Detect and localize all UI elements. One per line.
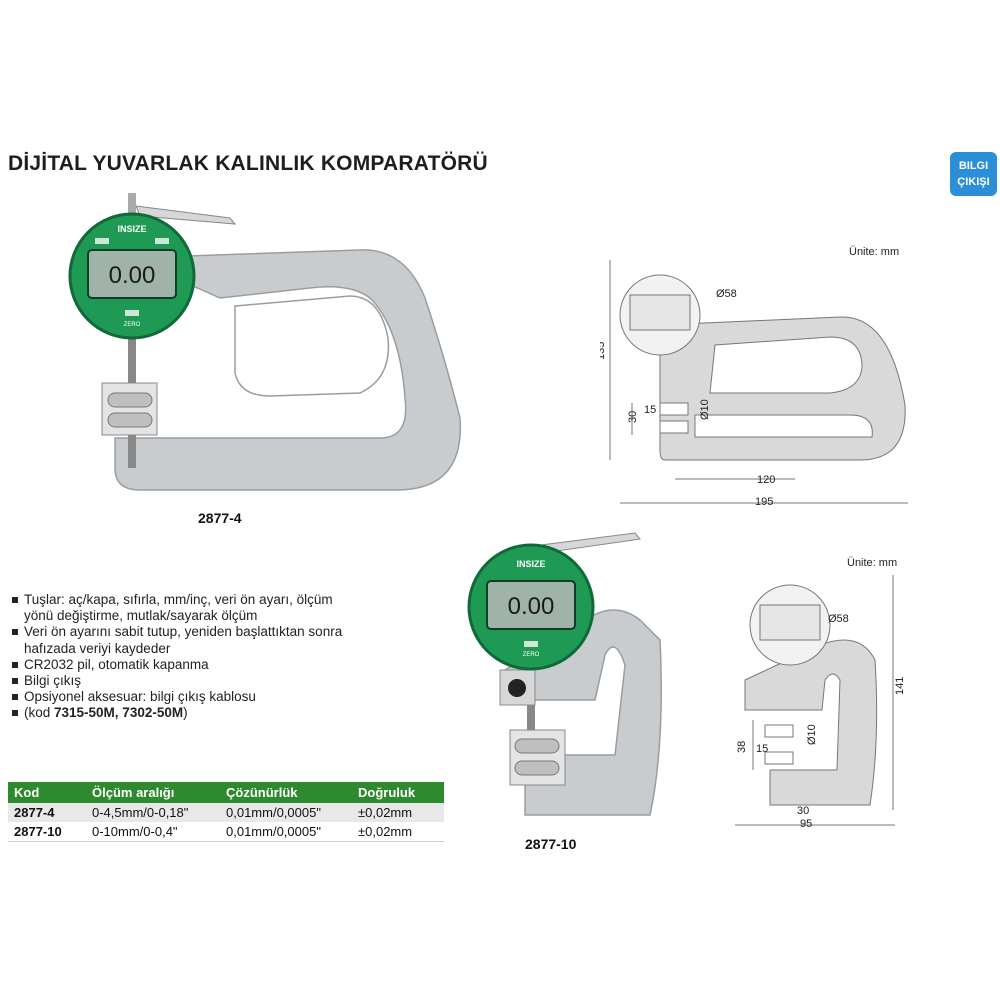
dim-gap-2: 38 (736, 741, 748, 753)
header-range: Ölçüm aralığı (86, 782, 220, 803)
note-prefix: (kod (24, 705, 55, 721)
page-title: DİJİTAL YUVARLAK KALINLIK KOMPARATÖRÜ (8, 152, 488, 175)
feature-list: Tuşlar: aç/kapa, sıfırla, mm/inç, veri ö… (10, 592, 360, 722)
cell-code: 2877-4 (8, 803, 86, 822)
unit-label-2: Ünite: mm (847, 557, 898, 569)
cell-range: 0-4,5mm/0-0,18" (86, 803, 220, 822)
technical-drawing-2877-10: 141 Ø58 38 15 Ø10 30 95 (735, 575, 906, 830)
dim-gap: 30 (627, 411, 639, 423)
on-off-button[interactable] (95, 238, 109, 244)
dim-height-2: 141 (894, 677, 906, 695)
zero-button-2[interactable] (524, 641, 538, 647)
zero-label: ZERO (124, 322, 141, 328)
display-reading-2: 0.00 (508, 593, 555, 620)
product-image-2877-10: 0.00 INSIZE ZERO (467, 532, 662, 816)
feature-item: CR2032 pil, otomatik kapanma (10, 657, 360, 673)
dim-diameter-2: Ø58 (828, 613, 849, 625)
caption-2877-4: 2877-4 (198, 510, 242, 526)
header-accuracy: Doğruluk (352, 782, 444, 803)
cell-resolution: 0,01mm/0,0005" (220, 803, 352, 822)
feature-item: Tuşlar: aç/kapa, sıfırla, mm/inç, veri ö… (10, 592, 360, 624)
dim-spindle: Ø10 (699, 399, 711, 420)
note-suffix: ) (183, 705, 188, 721)
feature-item: Veri ön ayarını sabit tutup, yeniden baş… (10, 624, 360, 656)
feature-note: (kod 7315-50M, 7302-50M) (10, 705, 360, 721)
feature-item: Bilgi çıkış (10, 673, 360, 689)
brand-logo-2: INSIZE (516, 559, 545, 569)
dim-diameter: Ø58 (716, 288, 737, 300)
dim-anvil-2: 15 (756, 743, 768, 755)
dim-height: 135 (600, 342, 607, 360)
abs-button[interactable] (155, 238, 169, 244)
product-image-2877-4: 0.00 INSIZE ZERO (68, 193, 462, 491)
dim-length-2: 95 (800, 818, 812, 830)
cell-accuracy: ±0,02mm (352, 822, 444, 842)
badge-line-2: ÇIKIŞI (957, 176, 990, 188)
table-row: 2877-10 0-10mm/0-0,4" 0,01mm/0,0005" ±0,… (8, 822, 444, 842)
badge-line-1: BILGI (958, 160, 989, 172)
zero-button[interactable] (125, 310, 139, 316)
cell-resolution: 0,01mm/0,0005" (220, 822, 352, 842)
spec-table: Kod Ölçüm aralığı Çözünürlük Doğruluk 28… (8, 782, 444, 842)
data-output-badge: BILGI ÇIKIŞI (950, 152, 997, 196)
dim-spindle-2: Ø10 (806, 724, 818, 745)
dim-depth-2: 30 (797, 805, 809, 817)
header-resolution: Çözünürlük (220, 782, 352, 803)
header-code: Kod (8, 782, 86, 803)
cell-accuracy: ±0,02mm (352, 803, 444, 822)
zero-label-2: ZERO (523, 652, 540, 658)
feature-item: Opsiyonel aksesuar: bilgi çıkış kablosu (10, 689, 360, 705)
technical-drawing-2877-4: 135 Ø58 30 15 Ø10 120 195 (600, 260, 908, 508)
note-codes: 7315-50M, 7302-50M (54, 705, 184, 721)
table-row: 2877-4 0-4,5mm/0-0,18" 0,01mm/0,0005" ±0… (8, 803, 444, 822)
cell-range: 0-10mm/0-0,4" (86, 822, 220, 842)
unit-label-1: Ünite: mm (849, 246, 900, 258)
brand-logo: INSIZE (117, 224, 146, 234)
display-reading: 0.00 (109, 262, 156, 289)
dim-anvil: 15 (644, 404, 656, 416)
caption-2877-10: 2877-10 (525, 836, 577, 852)
cell-code: 2877-10 (8, 822, 86, 842)
dim-depth: 120 (757, 474, 775, 486)
dim-length: 195 (755, 496, 773, 508)
